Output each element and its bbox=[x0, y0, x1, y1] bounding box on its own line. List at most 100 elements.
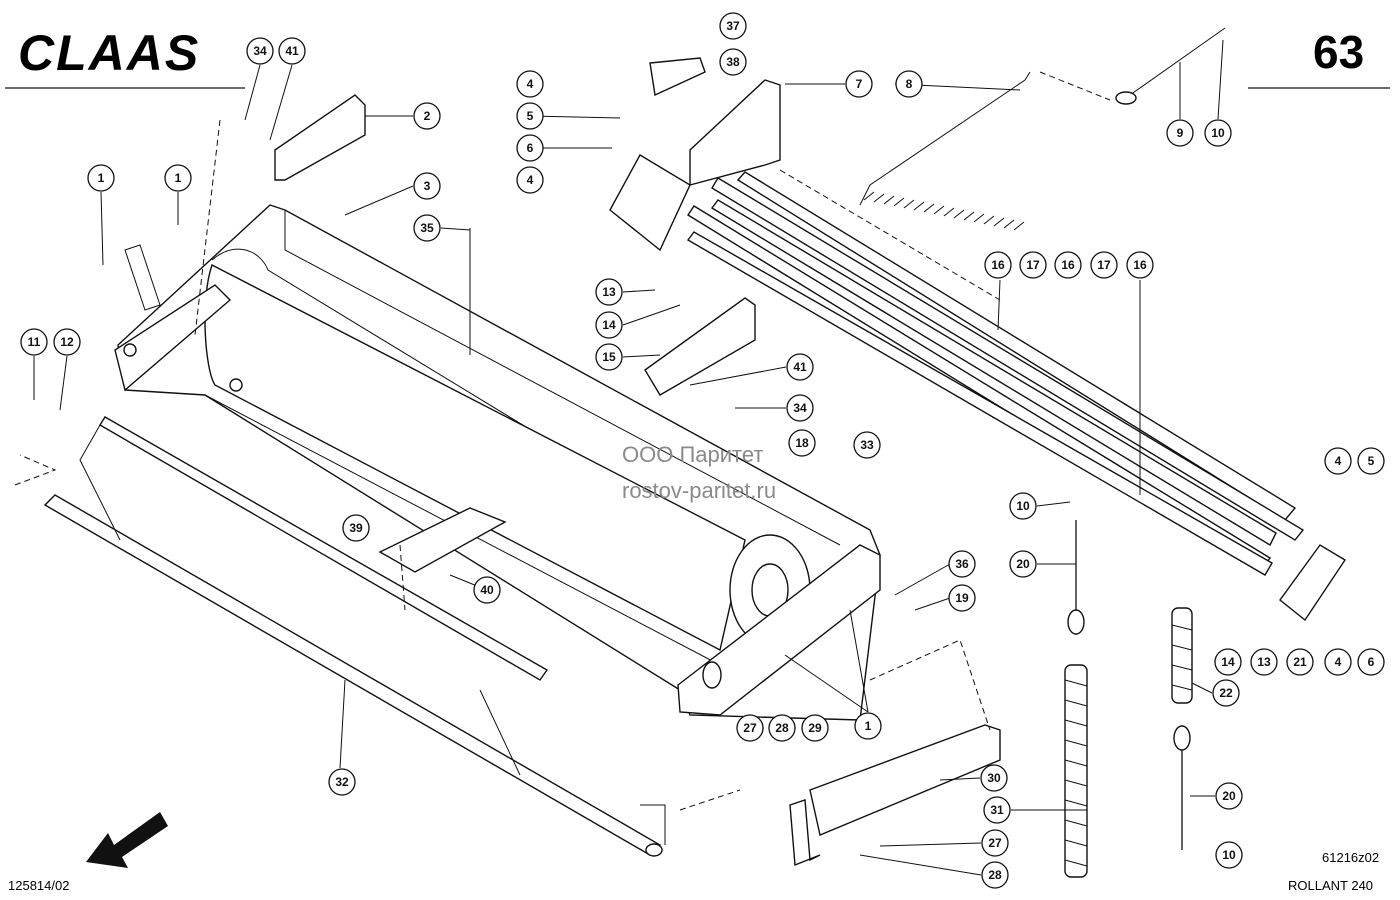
callout-20[interactable]: 20 bbox=[1215, 782, 1243, 810]
watermark: ООО Паритет rostov-paritet.ru bbox=[622, 442, 776, 503]
svg-text:12: 12 bbox=[60, 335, 74, 349]
callout-1[interactable]: 1 bbox=[87, 164, 115, 192]
callout-5[interactable]: 5 bbox=[516, 102, 544, 130]
svg-text:4: 4 bbox=[527, 173, 534, 187]
callout-1[interactable]: 1 bbox=[854, 712, 882, 740]
svg-text:31: 31 bbox=[990, 803, 1004, 817]
callout-15[interactable]: 15 bbox=[595, 343, 623, 371]
callout-17[interactable]: 17 bbox=[1019, 251, 1047, 279]
callout-28[interactable]: 28 bbox=[981, 861, 1009, 889]
callout-4[interactable]: 4 bbox=[516, 70, 544, 98]
callout-34[interactable]: 34 bbox=[786, 394, 814, 422]
callout-12[interactable]: 12 bbox=[53, 328, 81, 356]
svg-text:40: 40 bbox=[480, 583, 494, 597]
claas-logo: CLAAS bbox=[18, 25, 200, 81]
callout-28[interactable]: 28 bbox=[768, 714, 796, 742]
callout-4[interactable]: 4 bbox=[1324, 648, 1352, 676]
callout-4[interactable]: 4 bbox=[1324, 447, 1352, 475]
callout-37[interactable]: 37 bbox=[719, 12, 747, 40]
callout-11[interactable]: 11 bbox=[20, 328, 48, 356]
callout-30[interactable]: 30 bbox=[980, 764, 1008, 792]
callout-20[interactable]: 20 bbox=[1009, 550, 1037, 578]
callout-18[interactable]: 18 bbox=[788, 429, 816, 457]
svg-text:28: 28 bbox=[775, 721, 789, 735]
callout-33[interactable]: 33 bbox=[853, 431, 881, 459]
callout-8[interactable]: 8 bbox=[895, 70, 923, 98]
callout-41[interactable]: 41 bbox=[278, 37, 306, 65]
callout-17[interactable]: 17 bbox=[1090, 251, 1118, 279]
svg-text:22: 22 bbox=[1219, 686, 1233, 700]
assembly-lines bbox=[14, 71, 1111, 811]
callout-19[interactable]: 19 bbox=[948, 584, 976, 612]
svg-text:14: 14 bbox=[1221, 655, 1235, 669]
callout-6[interactable]: 6 bbox=[1357, 648, 1385, 676]
svg-text:21: 21 bbox=[1293, 655, 1307, 669]
callout-3[interactable]: 3 bbox=[413, 172, 441, 200]
watermark-url: rostov-paritet.ru bbox=[622, 478, 776, 503]
svg-text:1: 1 bbox=[865, 719, 872, 733]
callout-4[interactable]: 4 bbox=[516, 166, 544, 194]
callout-14[interactable]: 14 bbox=[1214, 648, 1242, 676]
callout-10[interactable]: 10 bbox=[1204, 119, 1232, 147]
callout-16[interactable]: 16 bbox=[984, 251, 1012, 279]
callout-31[interactable]: 31 bbox=[983, 796, 1011, 824]
svg-text:1: 1 bbox=[175, 171, 182, 185]
svg-text:3: 3 bbox=[424, 179, 431, 193]
callout-13[interactable]: 13 bbox=[1250, 648, 1278, 676]
callout-16[interactable]: 16 bbox=[1054, 251, 1082, 279]
callout-9[interactable]: 9 bbox=[1166, 119, 1194, 147]
svg-text:17: 17 bbox=[1097, 258, 1111, 272]
svg-text:37: 37 bbox=[726, 19, 740, 33]
callout-29[interactable]: 29 bbox=[801, 714, 829, 742]
svg-text:6: 6 bbox=[527, 141, 534, 155]
svg-text:1: 1 bbox=[98, 171, 105, 185]
svg-text:28: 28 bbox=[988, 868, 1002, 882]
svg-text:11: 11 bbox=[28, 335, 41, 349]
svg-text:16: 16 bbox=[1061, 258, 1075, 272]
watermark-company: ООО Паритет bbox=[622, 442, 763, 467]
callout-21[interactable]: 21 bbox=[1286, 648, 1314, 676]
callout-7[interactable]: 7 bbox=[845, 70, 873, 98]
callout-34[interactable]: 34 bbox=[246, 37, 274, 65]
svg-text:13: 13 bbox=[602, 285, 616, 299]
callout-22[interactable]: 22 bbox=[1212, 679, 1240, 707]
svg-text:39: 39 bbox=[349, 521, 363, 535]
callout-27[interactable]: 27 bbox=[736, 714, 764, 742]
rods bbox=[686, 171, 1305, 576]
svg-text:30: 30 bbox=[987, 771, 1001, 785]
callout-35[interactable]: 35 bbox=[413, 214, 441, 242]
callout-39[interactable]: 39 bbox=[342, 514, 370, 542]
svg-text:8: 8 bbox=[906, 77, 913, 91]
svg-text:41: 41 bbox=[285, 44, 299, 58]
model-name: ROLLANT 240 bbox=[1288, 878, 1373, 893]
callout-6[interactable]: 6 bbox=[516, 134, 544, 162]
svg-text:17: 17 bbox=[1026, 258, 1040, 272]
callout-10[interactable]: 10 bbox=[1009, 492, 1037, 520]
svg-text:5: 5 bbox=[527, 109, 534, 123]
svg-text:41: 41 bbox=[793, 360, 807, 374]
svg-text:4: 4 bbox=[1335, 454, 1342, 468]
callout-2[interactable]: 2 bbox=[413, 102, 441, 130]
callout-41[interactable]: 41 bbox=[786, 353, 814, 381]
callout-27[interactable]: 27 bbox=[981, 829, 1009, 857]
svg-text:20: 20 bbox=[1016, 557, 1030, 571]
svg-text:5: 5 bbox=[1368, 454, 1375, 468]
callout-10[interactable]: 10 bbox=[1215, 841, 1243, 869]
svg-text:4: 4 bbox=[527, 77, 534, 91]
svg-text:34: 34 bbox=[793, 401, 807, 415]
bottom-tube bbox=[43, 416, 666, 857]
callout-32[interactable]: 32 bbox=[328, 768, 356, 796]
callout-5[interactable]: 5 bbox=[1357, 447, 1385, 475]
left-drawing-code: 125814/02 bbox=[8, 878, 69, 893]
callout-40[interactable]: 40 bbox=[473, 576, 501, 604]
right-drawing-code: 61216z02 bbox=[1322, 850, 1379, 865]
callout-14[interactable]: 14 bbox=[595, 311, 623, 339]
callout-16[interactable]: 16 bbox=[1126, 251, 1154, 279]
callout-36[interactable]: 36 bbox=[948, 550, 976, 578]
svg-text:27: 27 bbox=[988, 836, 1002, 850]
svg-text:10: 10 bbox=[1016, 499, 1030, 513]
callout-13[interactable]: 13 bbox=[595, 278, 623, 306]
callout-1[interactable]: 1 bbox=[164, 164, 192, 192]
callout-38[interactable]: 38 bbox=[719, 48, 747, 76]
